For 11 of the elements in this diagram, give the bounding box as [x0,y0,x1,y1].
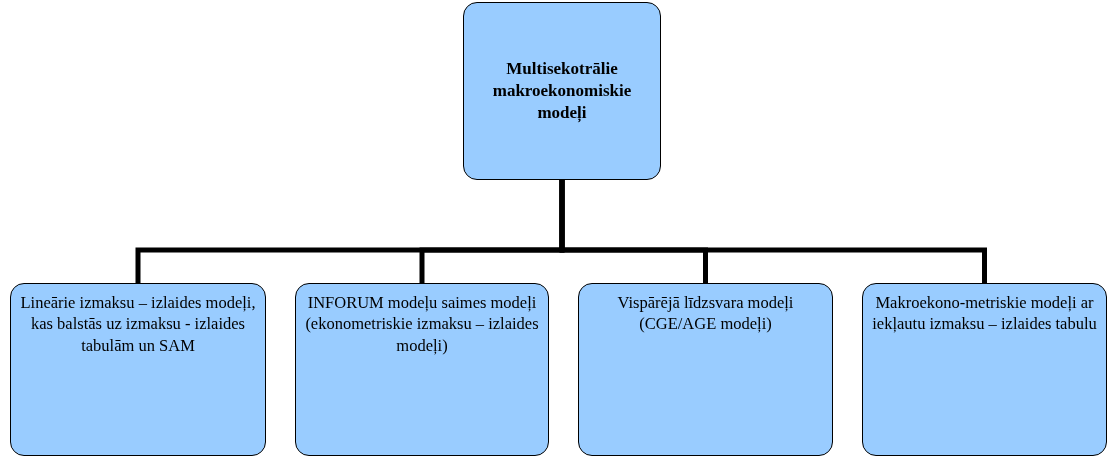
box-label: INFORUM modeļu saimes modeļi (ekonometriskie izmaksu – izlaides modeļi) [304,292,540,357]
box-label: Makroekono-metriskie modeļi ar iekļautu izmaksu – izlaides tabulu [871,292,1098,335]
model-box [10,283,266,456]
box-label: Vispārējā līdzsvara modeļi (CGE/AGE modeļi) [616,292,795,335]
model-box [578,283,833,456]
model-box [463,2,661,180]
box-label: Multisekotrālie makroekonomiskie modeļi [491,57,633,125]
box-label: Lineārie izmaksu – izlaides modeļi, kas balstās uz izmaksu - izlaides tabulām un SAM [19,292,257,357]
connector-line [559,180,987,283]
model-box [862,283,1107,456]
model-box [295,283,549,456]
